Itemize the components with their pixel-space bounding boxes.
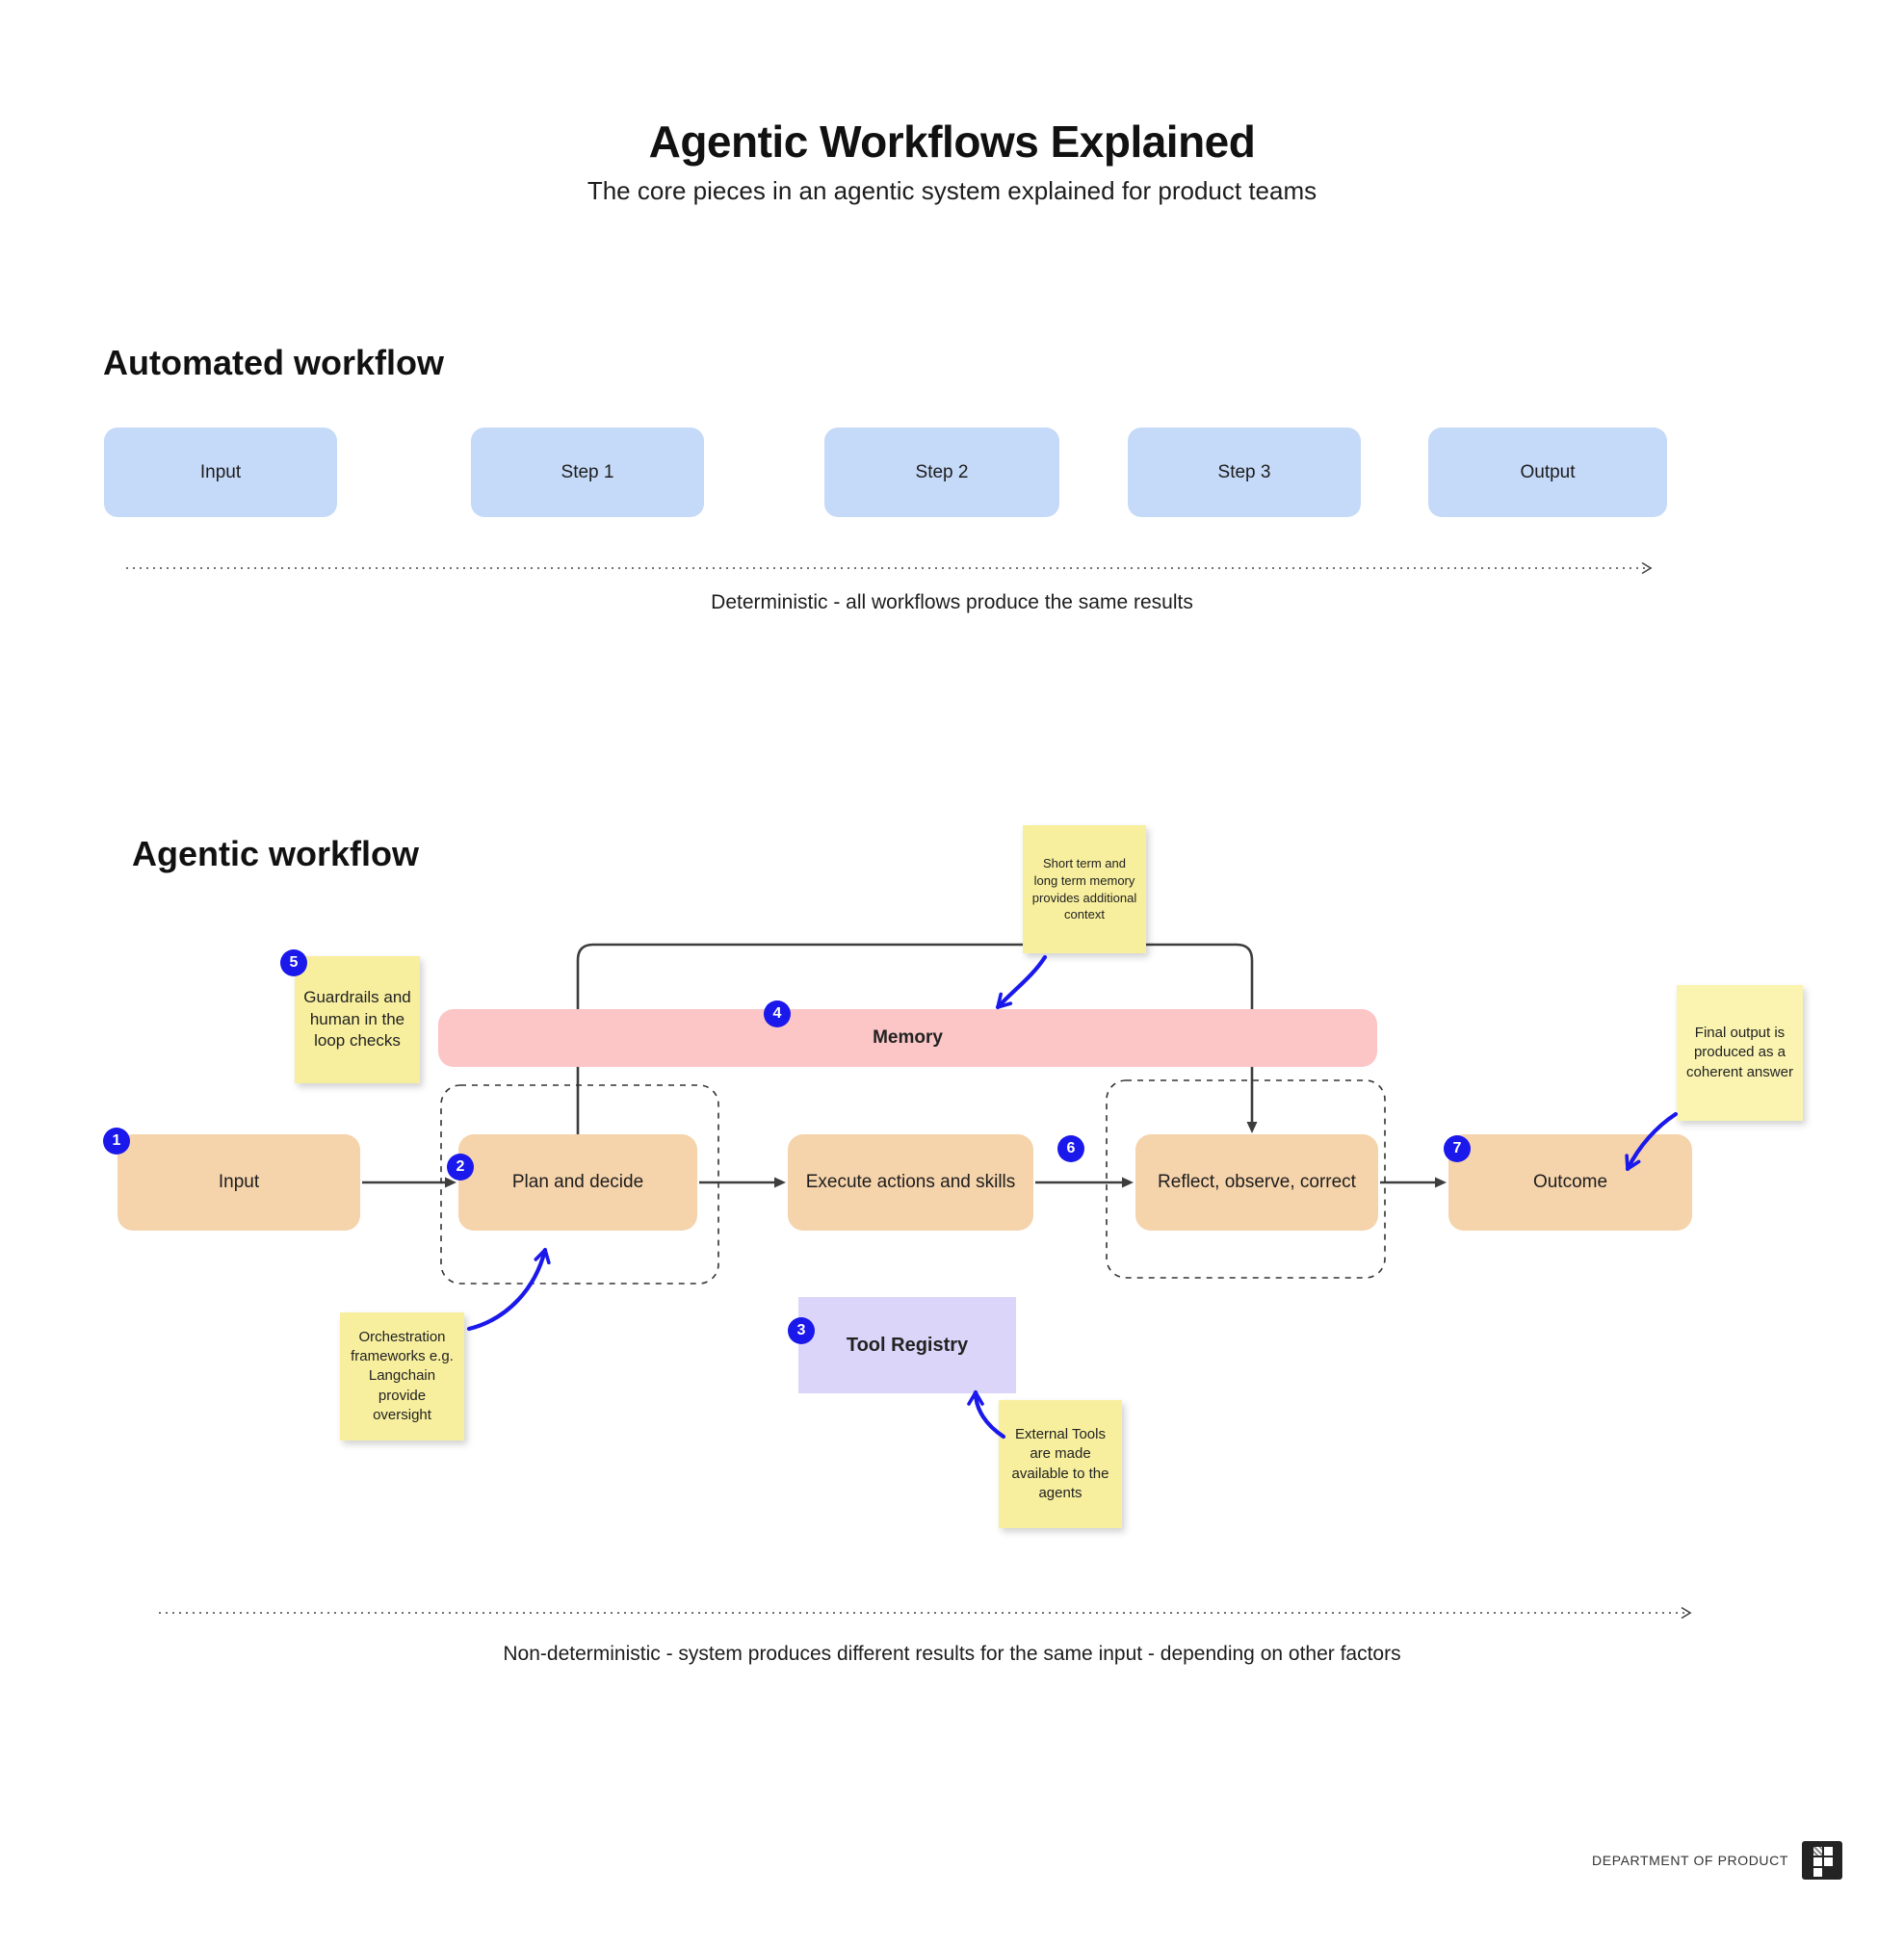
hand-arrow-orchestration-note <box>466 1247 551 1332</box>
agentic-box-input: Input <box>117 1134 360 1231</box>
memory-bar: Memory <box>438 1009 1377 1067</box>
step-badge-3: 3 <box>788 1317 815 1344</box>
step-badge-7: 7 <box>1444 1135 1471 1162</box>
deterministic-caption: Deterministic - all workflows produce th… <box>711 591 1193 613</box>
agentic-box-plan: Plan and decide <box>458 1134 697 1231</box>
automated-workflow-heading: Automated workflow <box>103 343 445 382</box>
agentic-box-outcome: Outcome <box>1448 1134 1692 1231</box>
non-deterministic-caption: Non-deterministic - system produces diff… <box>503 1643 1401 1665</box>
footer: DEPARTMENT OF PRODUCT <box>1592 1841 1842 1880</box>
logo-square-checker <box>1813 1847 1822 1856</box>
agentic-workflow-heading: Agentic workflow <box>132 834 420 873</box>
dop-logo-icon <box>1802 1841 1842 1880</box>
automated-box-input: Input <box>104 428 337 517</box>
brand-text: DEPARTMENT OF PRODUCT <box>1592 1853 1788 1868</box>
sticky-note-external-tools: External Tools are made available to the… <box>999 1400 1122 1528</box>
logo-square <box>1813 1857 1822 1866</box>
sticky-note-final-output: Final output is produced as a coherent a… <box>1677 985 1803 1121</box>
sticky-note-orchestration: Orchestration frameworks e.g. Langchain … <box>340 1312 464 1441</box>
agentic-box-execute: Execute actions and skills <box>788 1134 1033 1231</box>
tool-registry-box: Tool Registry <box>798 1297 1016 1393</box>
sticky-note-memory: Short term and long term memory provides… <box>1023 825 1146 953</box>
automated-box-step3: Step 3 <box>1128 428 1361 517</box>
agentic-box-reflect: Reflect, observe, correct <box>1135 1134 1378 1231</box>
logo-square <box>1824 1847 1833 1856</box>
sticky-note-guardrails: Guardrails and human in the loop checks <box>295 956 420 1083</box>
automated-box-step1: Step 1 <box>471 428 704 517</box>
hand-arrow-memory-note <box>995 954 1048 1010</box>
automated-box-output: Output <box>1428 428 1667 517</box>
logo-square <box>1824 1857 1833 1866</box>
page-title: Agentic Workflows Explained <box>648 117 1256 167</box>
step-badge-2: 2 <box>447 1154 474 1181</box>
step-badge-5: 5 <box>280 949 307 976</box>
step-badge-4: 4 <box>764 1000 791 1027</box>
logo-square <box>1813 1868 1822 1877</box>
step-badge-1: 1 <box>103 1128 130 1155</box>
page-subtitle: The core pieces in an agentic system exp… <box>587 176 1317 205</box>
step-badge-6: 6 <box>1057 1135 1084 1162</box>
automated-box-step2: Step 2 <box>824 428 1059 517</box>
